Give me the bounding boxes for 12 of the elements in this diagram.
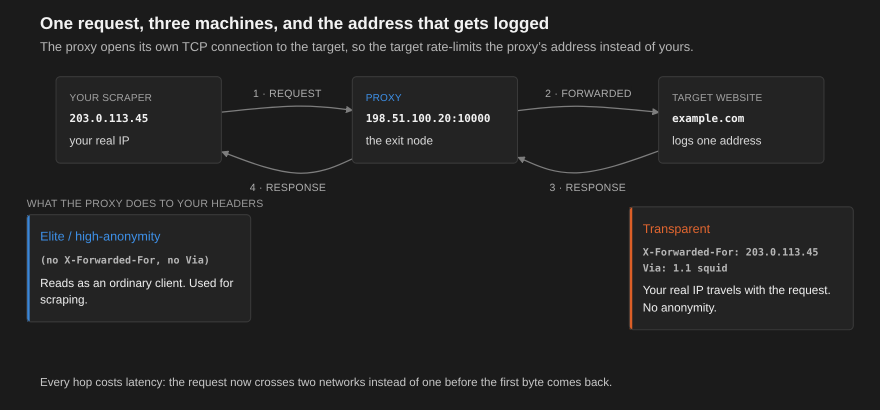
edge-label: 4 · RESPONSE [250,182,326,194]
title: One request, three machines, and the address that gets logged [40,14,550,34]
arrow [518,106,660,116]
caption-text: Every hop costs latency: the request now crosses two networks instead of one before the first byte comes back. [40,376,612,389]
arrow [221,150,353,174]
section-heading: WHAT THE PROXY DOES TO YOUR HEADERS [26,198,264,210]
edge-label: 3 · RESPONSE [550,182,626,194]
arrow [222,105,354,114]
subtitle: The proxy opens its own TCP connection to the target, so the target rate-limits the proxy’s address instead of yours. [40,39,694,54]
arrow [518,150,660,174]
edge-label: 1 · REQUEST [252,88,322,100]
edge-label: 2 · FORWARDED [545,88,632,100]
